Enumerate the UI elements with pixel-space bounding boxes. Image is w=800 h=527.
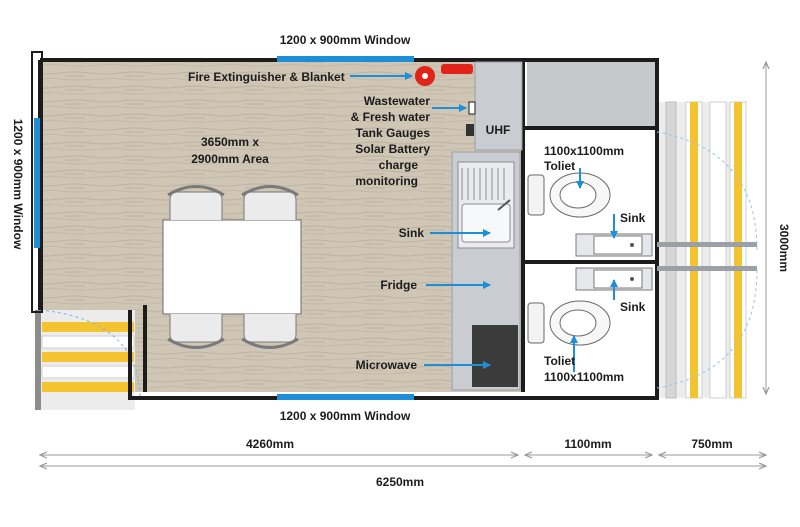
dim-4260: 4260mm: [246, 437, 294, 451]
window-left-label: 1200 x 900mm Window: [11, 119, 25, 250]
bathroom-sink-top: [575, 233, 653, 257]
toilet-top: [527, 172, 611, 218]
gauges-label: Wastewater & Fresh water Tank Gauges Sol…: [351, 94, 431, 188]
tank-gauge: [468, 101, 476, 115]
svg-text:1100x1100mm: 1100x1100mm: [544, 144, 624, 158]
dim-1100: 1100mm: [564, 437, 611, 451]
utility-block: [527, 62, 655, 126]
window-top: [277, 56, 414, 62]
fire-blanket: [441, 64, 473, 74]
dining-table: [162, 219, 302, 315]
chair: [167, 185, 225, 220]
uhf-label: UHF: [486, 123, 511, 137]
svg-text:Solar Battery: Solar Battery: [355, 142, 430, 156]
sink-label: Sink: [399, 226, 425, 240]
bathroom-sink-bottom: [575, 267, 653, 291]
microwave: [472, 325, 518, 387]
callout-arrows: [350, 72, 618, 372]
toilet-top-label: 1100x1100mm Toliet: [544, 144, 624, 173]
sink-bottom-label: Sink: [620, 300, 646, 314]
svg-text:3650mm x: 3650mm x: [201, 135, 259, 149]
chair: [167, 314, 225, 349]
svg-text:2900mm Area: 2900mm Area: [191, 152, 269, 166]
entry-deck: [35, 309, 141, 410]
dimension-lines: [40, 62, 766, 466]
svg-text:1100x1100mm: 1100x1100mm: [544, 370, 624, 384]
rear-deck: [656, 101, 758, 399]
chair: [241, 314, 299, 349]
area-label: 3650mm x 2900mm Area: [191, 135, 269, 166]
dim-750: 750mm: [691, 437, 732, 451]
window-bottom-label: 1200 x 900mm Window: [280, 409, 411, 423]
dim-total: 6250mm: [376, 475, 424, 489]
window-left: [34, 118, 40, 248]
svg-text:Toliet: Toliet: [544, 354, 575, 368]
window-bottom: [277, 394, 414, 400]
uhf-panel: [474, 61, 523, 151]
walls: [38, 58, 659, 400]
fridge-label: Fridge: [380, 278, 417, 292]
svg-text:Wastewater: Wastewater: [364, 94, 431, 108]
svg-text:Tank Gauges: Tank Gauges: [356, 126, 431, 140]
sink-top-label: Sink: [620, 211, 646, 225]
fire-label: Fire Extinguisher & Blanket: [188, 70, 345, 84]
toilet-bottom-label: Toliet 1100x1100mm: [544, 354, 624, 384]
svg-text:charge: charge: [379, 158, 419, 172]
window-top-label: 1200 x 900mm Window: [280, 33, 411, 47]
chair: [241, 185, 299, 220]
svg-text:Toliet: Toliet: [544, 159, 575, 173]
svg-text:monitoring: monitoring: [355, 174, 418, 188]
battery-monitor: [466, 124, 474, 136]
toilet-bottom: [527, 300, 611, 346]
svg-text:& Fresh water: & Fresh water: [351, 110, 431, 124]
microwave-label: Microwave: [356, 358, 418, 372]
dim-height: 3000mm: [777, 224, 791, 272]
